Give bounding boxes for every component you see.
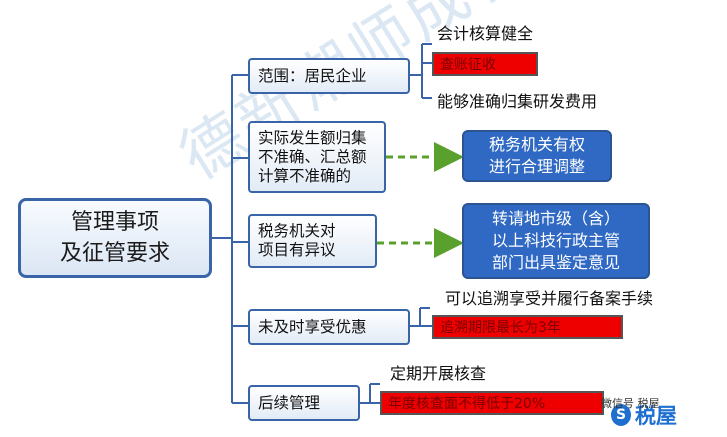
logo-tag: 微信号 税屋	[601, 397, 660, 410]
root-node: 管理事项 及征管要求	[18, 198, 212, 278]
result-adjust-line-2: 进行合理调整	[488, 157, 585, 176]
root-line-2: 及征管要求	[59, 241, 170, 266]
result-appraisal-line-2: 以上科技行政主管	[491, 231, 620, 250]
logo-mark-icon: S	[611, 404, 631, 426]
result-adjust: 税务机关有权 进行合理调整	[462, 130, 612, 182]
branch-objection-line-1: 税务机关对	[258, 222, 336, 240]
branch-inaccurate-line-2: 不准确、汇总额	[258, 147, 367, 166]
brand-logo: 微信号 税屋 S 税屋	[601, 397, 723, 433]
result-adjust-line-1: 税务机关有权	[488, 135, 585, 154]
branch4-bracket	[410, 307, 432, 327]
branch-follow-up: 后续管理	[248, 385, 360, 421]
leaf-periodic-check: 定期开展核查	[390, 364, 487, 383]
branch-scope: 范围：居民企业	[248, 58, 410, 94]
leaf-accurate-rd: 能够准确归集研发费用	[437, 92, 598, 111]
branch-objection-line-2: 项目有异议	[258, 241, 336, 259]
branch-objection: 税务机关对 项目有异议	[248, 214, 377, 268]
branch-inaccurate-line-3: 计算不准确的	[258, 166, 352, 185]
branch-untimely-label: 未及时享受优惠	[258, 317, 367, 336]
leaf-audit-collection: 查账征收	[432, 52, 538, 76]
branch5-bracket	[360, 383, 380, 404]
branch1-bracket	[410, 43, 432, 99]
branch-follow-up-label: 后续管理	[258, 393, 321, 412]
logo-name: 税屋	[635, 404, 677, 428]
branch-inaccurate-line-1: 实际发生额归集	[258, 128, 367, 147]
branch-untimely: 未及时享受优惠	[248, 309, 410, 345]
leaf-retroactive: 可以追溯享受并履行备案手续	[445, 289, 654, 308]
leaf-accounting-sound: 会计核算健全	[437, 24, 534, 43]
leaf-three-years: 追溯期限最长为3年	[432, 315, 623, 339]
branch-scope-label: 范围：居民企业	[258, 66, 367, 85]
root-connector	[212, 75, 233, 403]
result-appraisal-line-1: 转请地市级（含）	[491, 209, 620, 228]
root-line-1: 管理事项	[70, 210, 159, 235]
branch-inaccurate: 实际发生额归集 不准确、汇总额 计算不准确的	[248, 121, 386, 193]
result-appraisal-line-3: 部门出具鉴定意见	[491, 253, 620, 272]
leaf-twenty-percent: 年度核查面不得低于20%	[380, 391, 604, 415]
result-appraisal: 转请地市级（含） 以上科技行政主管 部门出具鉴定意见	[462, 203, 650, 279]
